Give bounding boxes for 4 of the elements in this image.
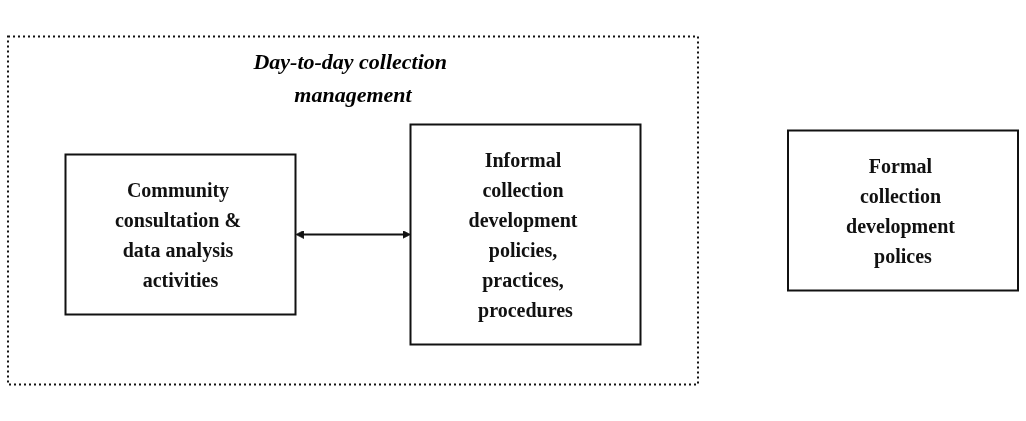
node-box: Community consultation & data analysis activities [64,153,297,316]
node-box: Informal collection development policies, practices, procedures [409,123,642,346]
node-box: Formal collection development polices [787,129,1019,292]
arrow [295,230,411,239]
